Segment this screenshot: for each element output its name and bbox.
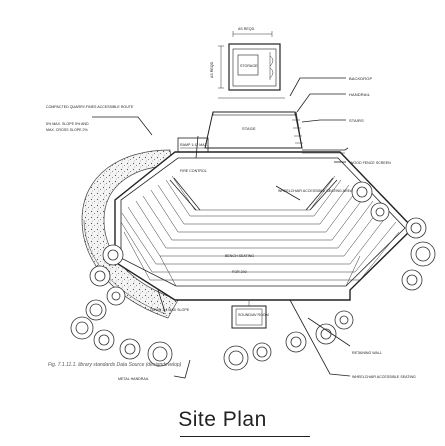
page-title: Site Plan bbox=[178, 408, 267, 431]
stage-label: STAGE bbox=[242, 126, 256, 131]
stage bbox=[177, 111, 303, 157]
backdrop-label: BACKDROP bbox=[349, 76, 372, 81]
metal-handrail-label: METAL HANDRAIL bbox=[118, 377, 149, 381]
for-240-label: FOR 240 bbox=[232, 270, 247, 274]
down-slope-label: DOWN 1:4 MAX SLOPE bbox=[150, 308, 190, 312]
max-slope-label: 5% MAX. SLOPE 5% AND bbox=[46, 122, 89, 126]
amphitheater-bowl bbox=[114, 151, 414, 301]
sound-av-room bbox=[231, 300, 267, 329]
title-underline bbox=[180, 436, 310, 437]
bench-seating-label: BENCH SEATING bbox=[225, 254, 254, 258]
wheelchair-seating-label: WHEELCHAIR ACCESSIBLE SEATING bbox=[352, 375, 416, 379]
bench-seating-rows bbox=[120, 175, 400, 287]
as-req-side-label: AS REQD. bbox=[210, 61, 214, 78]
storage-building bbox=[218, 31, 285, 99]
wheelchair-area-label: WHEELCHAIR ACCESSIBLE SEATING AREA bbox=[278, 189, 353, 193]
compacted-route-label: COMPACTED QUARRY-FINES ACCESSIBLE ROUTE bbox=[46, 105, 134, 109]
trees bbox=[70, 181, 436, 371]
wood-fence bbox=[302, 147, 349, 154]
stairs-label: STAIRS bbox=[349, 118, 364, 123]
max-cross-slope-label: MAX. CROSS SLOPE 2% bbox=[46, 128, 89, 132]
fire-control-label: FIRE CONTROL bbox=[180, 169, 207, 173]
leader-lines bbox=[92, 77, 351, 379]
retaining-wall-label: RETAINING WALL bbox=[352, 351, 382, 355]
sound-av-label: SOUND/AV ROOM bbox=[238, 313, 269, 317]
storage-label: STORAGE bbox=[240, 64, 258, 68]
figure-caption: Fig. 7.1.11.1. library standards Data So… bbox=[48, 362, 182, 368]
as-req-top-label: AS REQD. bbox=[238, 27, 255, 31]
handrail-label: HANDRAIL bbox=[349, 92, 371, 97]
ramp-label: RAMP 1:12 MAX. bbox=[180, 143, 208, 147]
wood-fence-label: WOOD FENCE SCREEN bbox=[350, 161, 391, 165]
